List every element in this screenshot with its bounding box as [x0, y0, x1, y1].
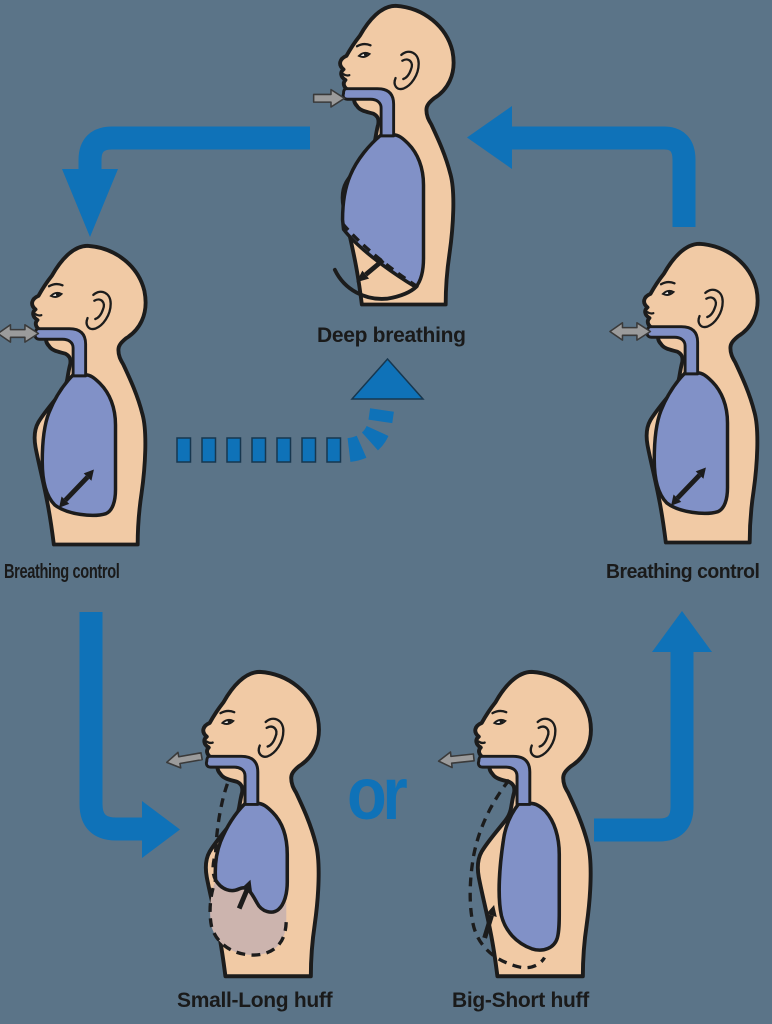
label-breathing-control-right: Breathing control	[606, 561, 760, 583]
label-deep-breathing: Deep breathing	[317, 324, 466, 347]
small-long-huff-figure	[165, 669, 321, 979]
breathing-control-right-figure	[609, 241, 760, 545]
lower-chest-line	[332, 267, 419, 301]
tidal-breathing-arrow-icon	[671, 467, 706, 506]
arrow-huff-to-right-control	[594, 611, 712, 842]
or-label: or	[347, 752, 408, 835]
deep-breathing-figure	[312, 3, 456, 307]
mouth-in-out-arrow-icon	[0, 324, 40, 343]
arrow-right-control-to-deep	[467, 106, 696, 227]
diaphragm-down-arrow-icon	[356, 258, 385, 283]
deflated-lung-area	[210, 880, 287, 956]
arrow-deep-to-left-control	[62, 126, 310, 237]
dashed-arrow-control-to-deep	[176, 357, 425, 463]
diaphragm-up-arrow-icon	[236, 879, 253, 910]
label-breathing-control-left: Breathing control	[4, 561, 120, 583]
mouth-huff-arrow-icon	[165, 751, 203, 769]
mouth-in-out-arrow-icon	[609, 322, 652, 341]
lung-partially-deflated	[213, 801, 290, 914]
tidal-breathing-arrow-icon	[59, 469, 94, 508]
lung-normal	[40, 373, 118, 518]
lung-compressed	[497, 801, 562, 952]
big-short-huff-figure	[437, 669, 593, 979]
label-small-long-huff: Small-Long huff	[177, 989, 333, 1012]
lung-normal	[652, 371, 730, 516]
label-big-short-huff: Big-Short huff	[452, 989, 589, 1012]
previous-lung-outline-dashed	[208, 783, 288, 957]
breathing-control-left-figure	[0, 243, 148, 547]
mouth-inhale-arrow-icon	[312, 88, 346, 108]
arrow-left-control-to-huff	[79, 612, 180, 858]
previous-lung-outline-dashed	[468, 778, 546, 970]
mouth-huff-arrow-icon	[437, 751, 475, 769]
diaphragm-dashed-line	[341, 222, 418, 288]
diaphragm-up-arrow-icon	[482, 904, 497, 939]
